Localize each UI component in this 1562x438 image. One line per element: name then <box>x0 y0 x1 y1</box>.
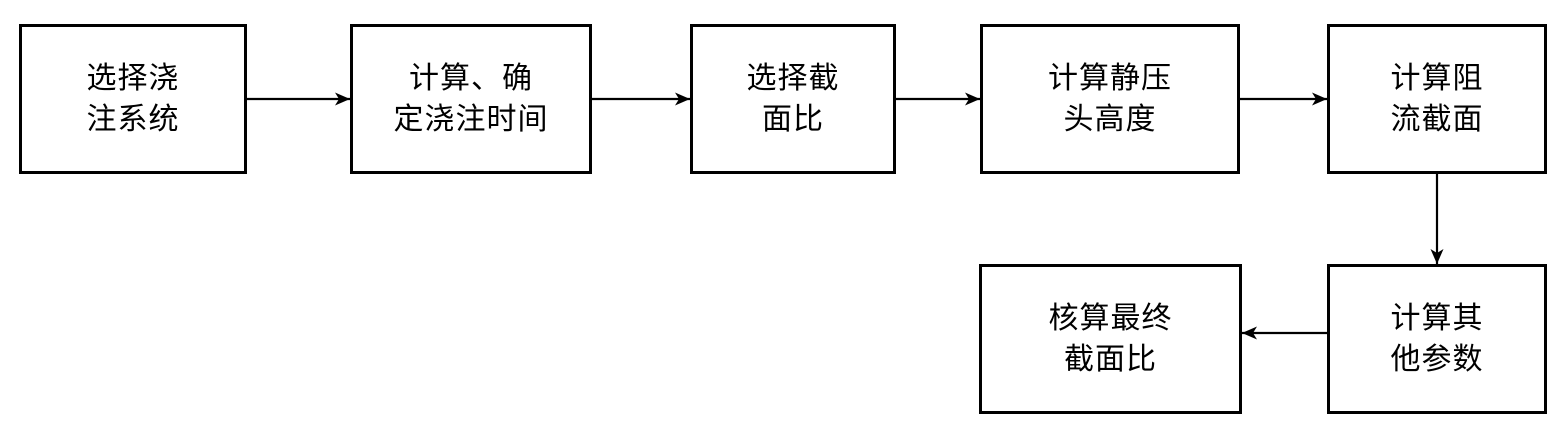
arrow-connector-n4-to-n5 <box>1240 92 1327 106</box>
arrow-connector-n3-to-n4 <box>896 92 980 106</box>
process-box-n3[interactable]: 选择截 面比 <box>690 24 896 174</box>
process-box-n6[interactable]: 计算其 他参数 <box>1327 264 1547 414</box>
process-box-n5[interactable]: 计算阻 流截面 <box>1327 24 1547 174</box>
process-box-label: 计算阻 流截面 <box>1390 60 1484 137</box>
process-box-label: 计算其 他参数 <box>1390 300 1484 377</box>
arrow-connector-n2-to-n3 <box>592 92 690 106</box>
arrow-connector-n1-to-n2 <box>247 92 350 106</box>
process-box-n4[interactable]: 计算静压 头高度 <box>980 24 1240 174</box>
process-box-label: 核算最终 截面比 <box>1048 300 1173 377</box>
process-box-label: 计算、确 定浇注时间 <box>393 60 549 137</box>
arrow-connector-n5-to-n6 <box>1430 174 1444 264</box>
process-box-n2[interactable]: 计算、确 定浇注时间 <box>350 24 592 174</box>
arrow-connector-n6-to-n7 <box>1242 326 1327 340</box>
process-box-label: 计算静压 头高度 <box>1048 60 1172 137</box>
process-box-n7[interactable]: 核算最终 截面比 <box>979 264 1242 414</box>
process-box-n1[interactable]: 选择浇 注系统 <box>19 24 247 174</box>
process-box-label: 选择浇 注系统 <box>86 60 180 137</box>
process-box-label: 选择截 面比 <box>746 60 840 137</box>
